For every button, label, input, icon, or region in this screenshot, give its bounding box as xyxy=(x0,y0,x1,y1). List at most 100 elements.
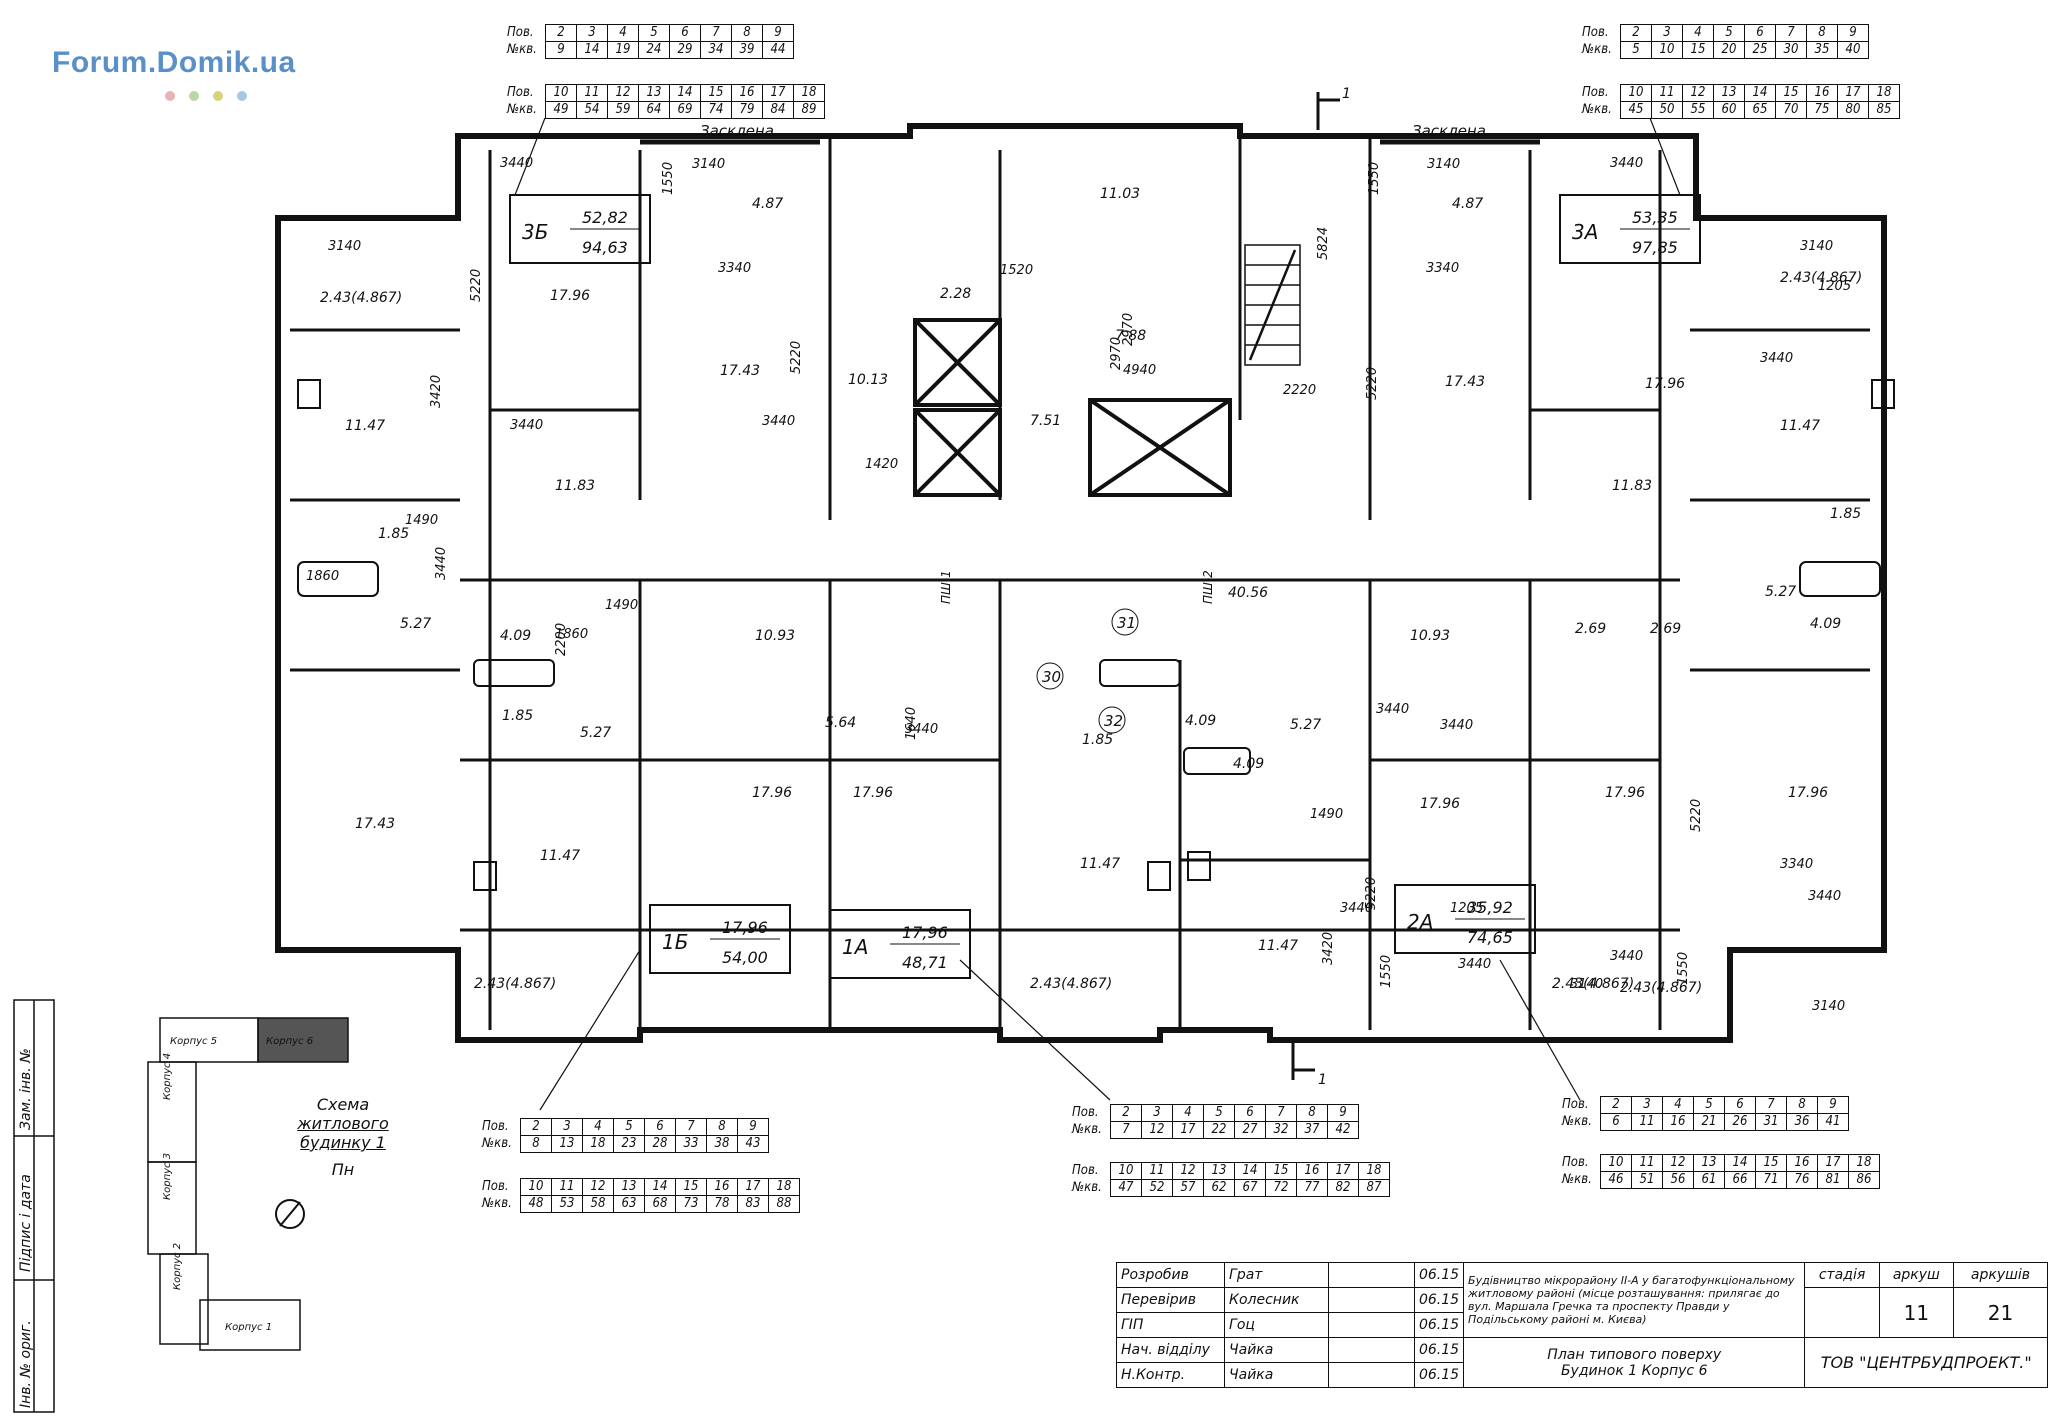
signature-cell xyxy=(1328,1262,1415,1288)
floor-header: Пов. xyxy=(1072,1105,1099,1120)
floor-cell: 10 xyxy=(545,84,577,102)
company-name: ТОВ "ЦЕНТРБУДПРОЕКТ." xyxy=(1804,1337,2048,1388)
room-area-label: 5.27 xyxy=(1765,584,1796,600)
dimension-label: 3440 xyxy=(1376,702,1409,717)
elevator-shafts xyxy=(913,318,1232,497)
title-block-date: 06.15 xyxy=(1413,1362,1465,1388)
dimension-label: 3140 xyxy=(1570,977,1603,992)
floor-cell: 6 xyxy=(669,24,701,42)
floor-cell: 10 xyxy=(1110,1162,1142,1180)
floor-cell: 5 xyxy=(1203,1104,1235,1122)
apartment-box xyxy=(1559,194,1701,264)
title-block-header: аркуш xyxy=(1878,1262,1954,1288)
floor-cell: 4 xyxy=(582,1118,614,1136)
room-area-label: 1.85 xyxy=(1830,506,1861,522)
room-area-label: 2.69 xyxy=(1575,621,1606,637)
dimension-label: 5220 xyxy=(1689,799,1704,832)
title-block-date: 06.15 xyxy=(1413,1337,1465,1363)
dimension-label: 3140 xyxy=(1800,239,1833,254)
floor-header: Пов. xyxy=(1562,1097,1589,1112)
room-areas: 17.9617.4311.4711.8310.132.287.887.5111.… xyxy=(320,186,1862,996)
apt-cell: 13 xyxy=(551,1135,583,1153)
title-block-date: 06.15 xyxy=(1413,1287,1465,1313)
dimension-label: 3440 xyxy=(1610,156,1643,171)
apt-cell: 27 xyxy=(1234,1121,1266,1139)
floor-cell: 14 xyxy=(1234,1162,1266,1180)
room-area-label: 17.43 xyxy=(1445,374,1485,390)
dimension-label: 2220 xyxy=(1283,383,1316,398)
floor-header: Пов. xyxy=(482,1179,509,1194)
room-area-label: 10.13 xyxy=(848,372,888,388)
room-area-label: 2.43(4.867) xyxy=(1030,976,1112,992)
room-area-label: 2.43(4.867) xyxy=(1552,976,1634,992)
dimension-label: 3440 xyxy=(500,156,533,171)
dimension-label: 1490 xyxy=(405,513,438,528)
apt-cell: 66 xyxy=(1724,1171,1756,1189)
apt-cell: 55 xyxy=(1682,101,1714,119)
room-area-label: 10.93 xyxy=(1410,628,1450,644)
dimension-label: 1550 xyxy=(1676,952,1691,985)
floor-cell: 9 xyxy=(762,24,794,42)
dimension-label: 1550 xyxy=(1379,955,1394,988)
schema-title: Схема житлового будинку 1 Пн xyxy=(278,1095,408,1179)
room-area-label: 17.96 xyxy=(1420,796,1460,812)
room-area-label: 17.96 xyxy=(1645,376,1685,392)
floor-cell: 5 xyxy=(1693,1096,1725,1114)
floor-cell: 15 xyxy=(700,84,732,102)
dimension-label: 3140 xyxy=(692,157,725,172)
title-block-role: Н.Контр. xyxy=(1115,1362,1226,1388)
floor-cell: 10 xyxy=(1600,1154,1632,1172)
leader-lines xyxy=(514,117,1681,1111)
apt-cell: 62 xyxy=(1203,1179,1235,1197)
room-area-label: 1.85 xyxy=(1082,732,1113,748)
apt-cell: 6 xyxy=(1600,1113,1632,1131)
apt-cell: 85 xyxy=(1868,101,1900,119)
schema-block-label: Корпус 2 xyxy=(172,1243,183,1290)
apt-cell: 5 xyxy=(1620,41,1652,59)
dimension-label: 4940 xyxy=(1123,363,1156,378)
floor-cell: 14 xyxy=(1744,84,1776,102)
apt-cell: 28 xyxy=(644,1135,676,1153)
apt-cell: 69 xyxy=(669,101,701,119)
apartment-box xyxy=(649,904,791,974)
apt-header: №кв. xyxy=(1562,1114,1592,1129)
signature-cell xyxy=(1328,1337,1415,1363)
dimension-label: 3420 xyxy=(1321,932,1336,965)
apartment-total-area: 74,65 xyxy=(1467,928,1513,947)
apt-cell: 77 xyxy=(1296,1179,1328,1197)
apt-cell: 49 xyxy=(545,101,577,119)
apt-cell: 87 xyxy=(1358,1179,1390,1197)
apartment-box xyxy=(829,909,971,979)
floor-header: Пов. xyxy=(1072,1163,1099,1178)
building-schema xyxy=(147,1017,349,1351)
room-area-label: 2.43(4.867) xyxy=(320,290,402,306)
apt-cell: 29 xyxy=(669,41,701,59)
side-stamp-label: Підпис і дата xyxy=(18,1174,34,1272)
apt-cell: 59 xyxy=(607,101,639,119)
apt-cell: 52 xyxy=(1141,1179,1173,1197)
bathtubs xyxy=(297,561,1881,775)
apt-cell: 84 xyxy=(762,101,794,119)
dimension-label: 5220 xyxy=(789,341,804,374)
floor-cell: 4 xyxy=(1662,1096,1694,1114)
floor-cell: 6 xyxy=(1234,1104,1266,1122)
title-block-date: 06.15 xyxy=(1413,1262,1465,1288)
apt-cell: 56 xyxy=(1662,1171,1694,1189)
floor-cell: 2 xyxy=(545,24,577,42)
dimension-label: 3440 xyxy=(1440,718,1473,733)
room-area-label: 2.43(4.867) xyxy=(1620,980,1702,996)
apartment-total-area: 97,85 xyxy=(1632,238,1678,257)
apt-cell: 21 xyxy=(1693,1113,1725,1131)
floor-cell: 11 xyxy=(1631,1154,1663,1172)
room-area-label: 17.96 xyxy=(1605,785,1645,801)
